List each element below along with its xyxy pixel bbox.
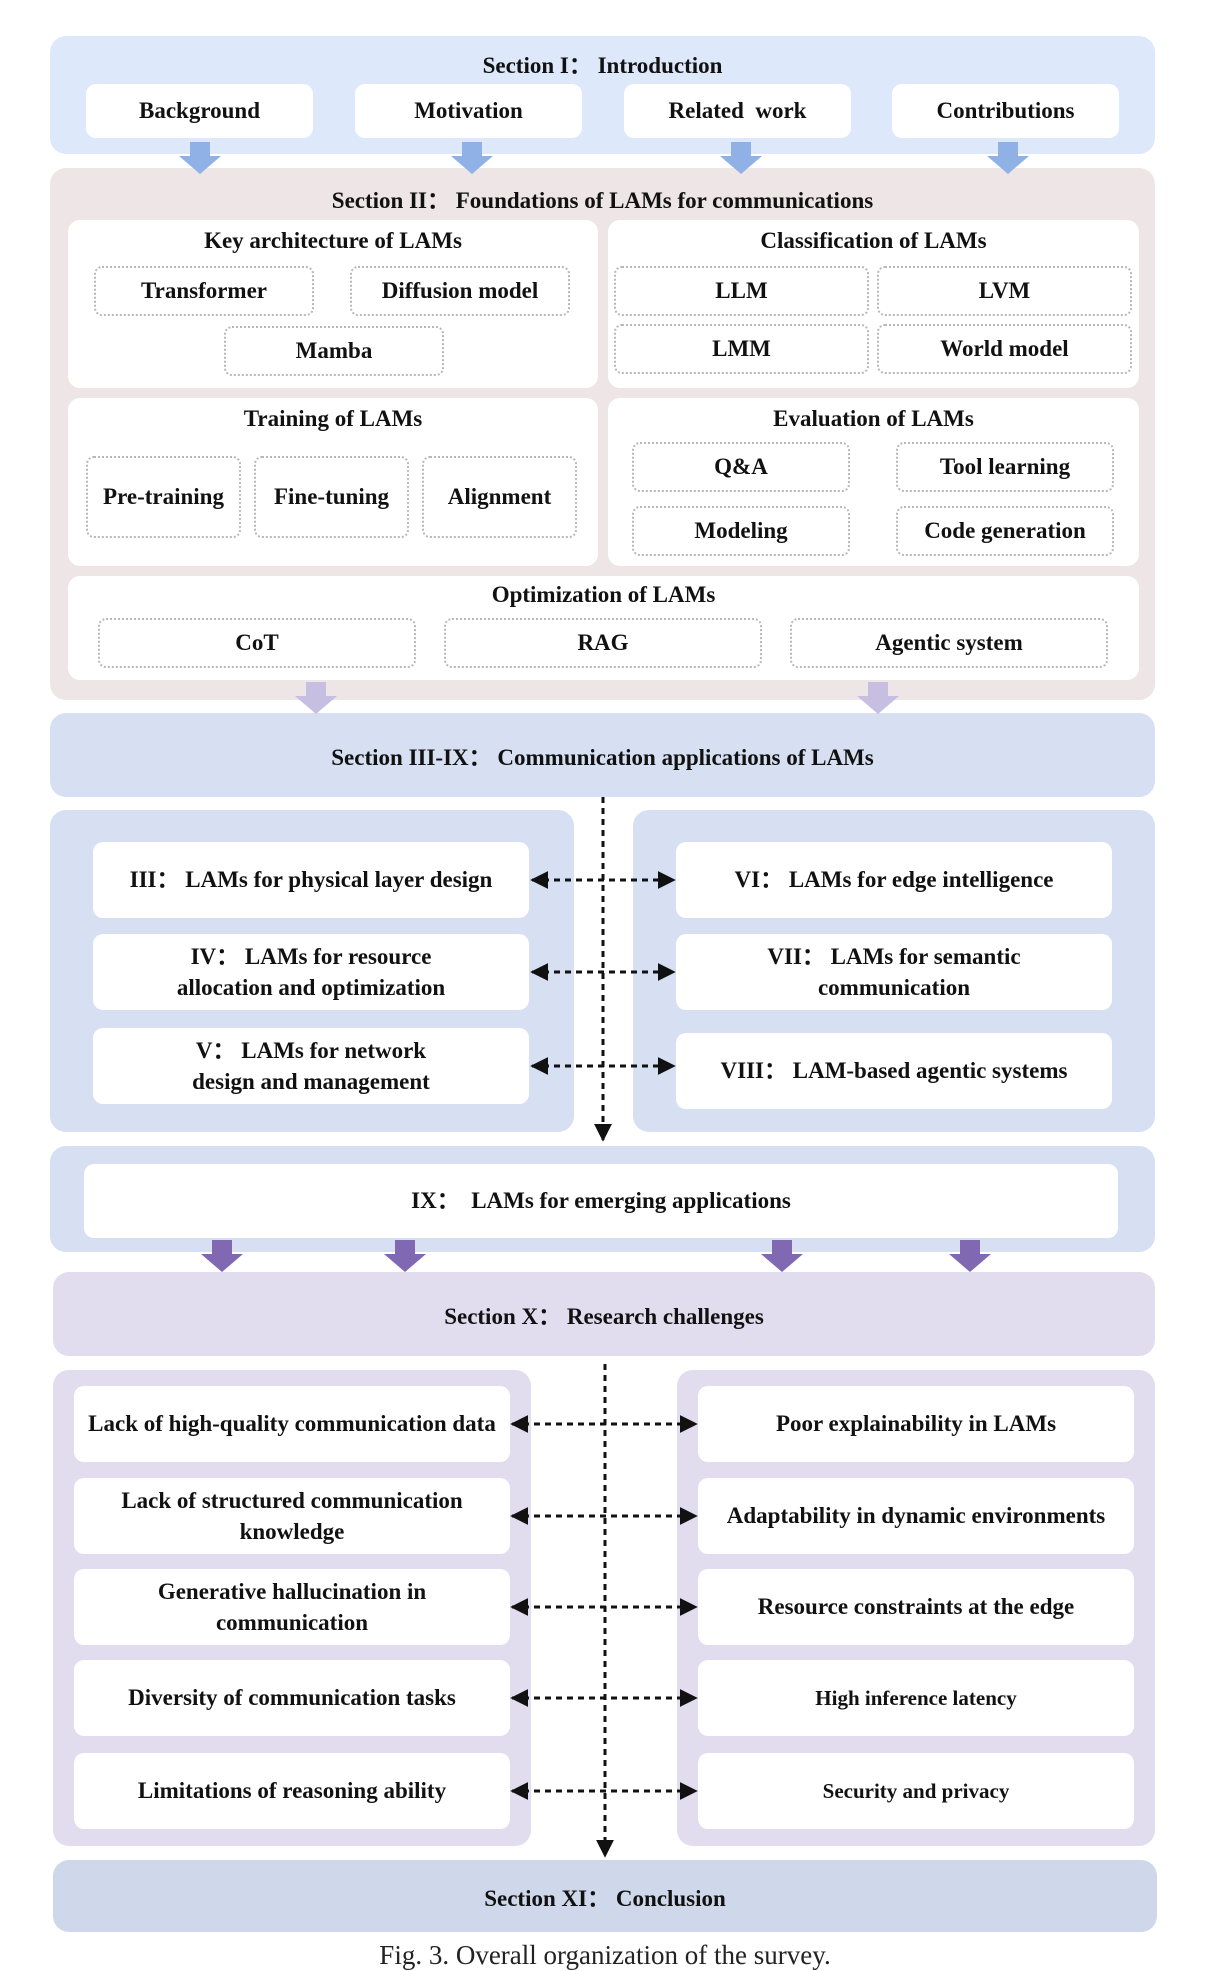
section-foundations-title: Section II： Foundations of LAMs for comm… (331, 188, 874, 213)
challenge-hallucination: Generative hallucination in communicatio… (74, 1569, 510, 1645)
down-arrow-icon (987, 142, 1029, 174)
down-arrow-icon (761, 1240, 803, 1272)
down-arrow-icon (857, 682, 899, 714)
chip-pre-training: Pre-training (86, 456, 241, 538)
down-arrow-icon (179, 142, 221, 174)
optimization-card: Optimization of LAMs CoT RAG Agentic sys… (68, 576, 1139, 680)
intro-item-background: Background (86, 84, 313, 138)
challenge-latency: High inference latency (698, 1660, 1134, 1736)
chip-code-generation: Code generation (896, 506, 1114, 556)
chip-tool-learning: Tool learning (896, 442, 1114, 492)
chip-lvm: LVM (877, 266, 1132, 316)
challenge-reasoning: Limitations of reasoning ability (74, 1753, 510, 1829)
section-communication-applications-panel: Section III-IX： Communication applicatio… (50, 713, 1155, 797)
applications-left-panel: III： LAMs for physical layer design IV： … (50, 810, 574, 1132)
down-arrow-icon (720, 142, 762, 174)
chip-diffusion-model: Diffusion model (350, 266, 570, 316)
section-research-challenges-title: Section X： Research challenges (444, 1304, 764, 1329)
chip-mamba: Mamba (224, 326, 444, 376)
chip-world-model: World model (877, 324, 1132, 374)
app-physical-layer: III： LAMs for physical layer design (93, 842, 529, 918)
app-edge-intelligence: VI： LAMs for edge intelligence (676, 842, 1112, 918)
chip-rag: RAG (444, 618, 762, 668)
down-arrow-icon (295, 682, 337, 714)
training-title: Training of LAMs (243, 406, 423, 431)
chip-qa: Q&A (632, 442, 850, 492)
challenge-knowledge: Lack of structured communication knowled… (74, 1478, 510, 1554)
intro-item-contributions: Contributions (892, 84, 1119, 138)
challenge-explainability: Poor explainability in LAMs (698, 1386, 1134, 1462)
emerging-down-arrows (201, 1240, 991, 1272)
challenges-left-panel: Lack of high-quality communication data … (53, 1370, 531, 1846)
section-foundations-panel: Section II： Foundations of LAMs for comm… (50, 168, 1155, 700)
foundations-down-arrows (295, 682, 899, 714)
app-resource-allocation: IV： LAMs for resource allocation and opt… (93, 934, 529, 1010)
optimization-title: Optimization of LAMs (491, 582, 716, 607)
app-emerging-applications: IX： LAMs for emerging applications (84, 1164, 1118, 1238)
chip-agentic-system: Agentic system (790, 618, 1108, 668)
intro-item-motivation: Motivation (355, 84, 582, 138)
challenge-adaptability: Adaptability in dynamic environments (698, 1478, 1134, 1554)
chip-alignment: Alignment (422, 456, 577, 538)
down-arrow-icon (201, 1240, 243, 1272)
section-introduction-title: Section I： Introduction (482, 53, 723, 78)
key-architecture-card: Key architecture of LAMs Transformer Dif… (68, 220, 598, 388)
challenge-data: Lack of high-quality communication data (74, 1386, 510, 1462)
chip-modeling: Modeling (632, 506, 850, 556)
training-card: Training of LAMs Pre-training Fine-tunin… (68, 398, 598, 566)
app-semantic-communication: VII： LAMs for semantic communication (676, 934, 1112, 1010)
section-introduction-panel: Section I： Introduction Background Motiv… (50, 36, 1155, 154)
section-research-challenges-panel: Section X： Research challenges (53, 1272, 1155, 1356)
chip-transformer: Transformer (94, 266, 314, 316)
down-arrow-icon (949, 1240, 991, 1272)
down-arrow-icon (384, 1240, 426, 1272)
challenges-right-panel: Poor explainability in LAMs Adaptability… (677, 1370, 1155, 1846)
chip-lmm: LMM (614, 324, 869, 374)
app-agentic-systems: VIII： LAM-based agentic systems (676, 1033, 1112, 1109)
challenge-diversity: Diversity of communication tasks (74, 1660, 510, 1736)
challenges-horizontal-connectors (510, 1415, 698, 1800)
app-network-design: V： LAMs for network design and managemen… (93, 1028, 529, 1104)
challenge-security: Security and privacy (698, 1753, 1134, 1829)
chip-llm: LLM (614, 266, 869, 316)
intro-down-arrows (179, 142, 1029, 174)
evaluation-card: Evaluation of LAMs Q&A Tool learning Mod… (608, 398, 1139, 566)
section-conclusion-panel: Section XI： Conclusion (53, 1860, 1157, 1932)
classification-card: Classification of LAMs LLM LVM LMM World… (608, 220, 1139, 388)
challenge-resource-constraints: Resource constraints at the edge (698, 1569, 1134, 1645)
applications-right-panel: VI： LAMs for edge intelligence VII： LAMs… (633, 810, 1155, 1132)
chip-cot: CoT (98, 618, 416, 668)
section-conclusion-title: Section XI： Conclusion (484, 1886, 726, 1911)
emerging-applications-panel: IX： LAMs for emerging applications (50, 1146, 1155, 1252)
classification-title: Classification of LAMs (760, 228, 987, 253)
down-arrow-icon (451, 142, 493, 174)
intro-item-related-work: Related work (624, 84, 851, 138)
key-architecture-title: Key architecture of LAMs (204, 228, 462, 253)
section-communication-applications-title: Section III-IX： Communication applicatio… (331, 745, 874, 770)
apps-horizontal-connectors (530, 871, 676, 1075)
evaluation-title: Evaluation of LAMs (773, 406, 974, 431)
chip-fine-tuning: Fine-tuning (254, 456, 409, 538)
